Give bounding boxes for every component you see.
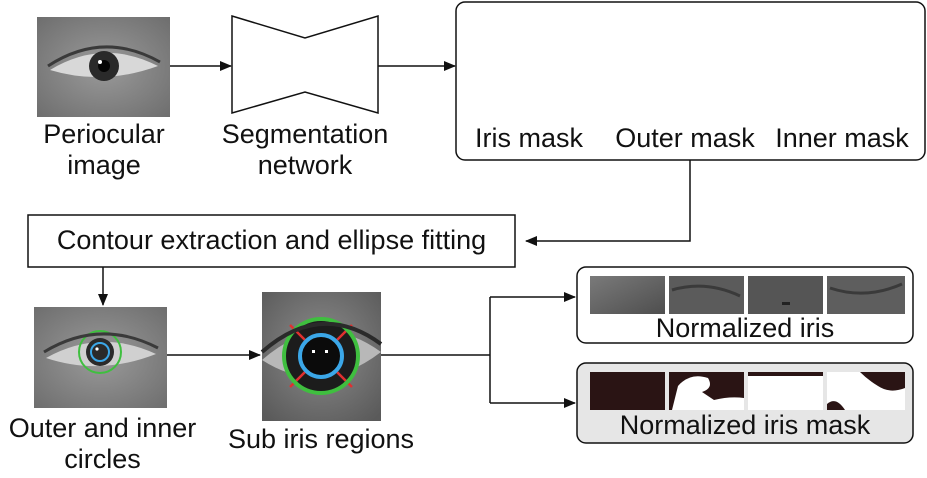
normalized-iris-strips: [590, 276, 905, 314]
outer-mask-label: Outer mask: [615, 123, 755, 153]
periocular-label-line2: image: [67, 150, 141, 180]
segmentation-label: Segmentation network: [205, 119, 405, 181]
inner-mask-circle: [834, 58, 850, 74]
segmentation-label-line1: Segmentation: [221, 119, 389, 149]
outer-inner-circles-image: [34, 307, 167, 408]
outer-inner-label-line1: Outer and inner: [8, 413, 197, 443]
periocular-label-line1: Periocular: [43, 119, 165, 149]
contour-label: Contour extraction and ellipse fitting: [56, 225, 487, 255]
periocular-image: [37, 17, 170, 117]
outer-inner-label: Outer and inner circles: [0, 413, 205, 475]
segmentation-label-line2: network: [257, 150, 353, 180]
sub-iris-regions-image: [260, 292, 383, 421]
contour-box: [27, 214, 516, 268]
outer-inner-label-line2: circles: [64, 444, 141, 474]
inner-mask-label: Inner mask: [775, 123, 909, 153]
periocular-label: Periocular image: [24, 119, 184, 181]
normalized-iris-mask-strips: [590, 372, 905, 410]
arrow-masks-to-contour: [525, 160, 691, 246]
normalized-iris-mask-label: Normalized iris mask: [619, 410, 871, 440]
segmentation-network-shape: [231, 14, 379, 114]
outer-mask-circle: [668, 50, 702, 84]
iris-mask-shape: [514, 60, 548, 80]
normalized-iris-label: Normalized iris: [655, 313, 835, 343]
arrow-sub-iris-branch: [381, 292, 576, 408]
sub-iris-label: Sub iris regions: [227, 424, 415, 454]
iris-mask-label: Iris mask: [475, 123, 583, 153]
